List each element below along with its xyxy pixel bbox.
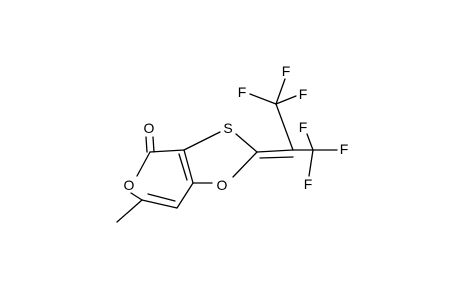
- atom-labels: O S O O F F F F F F: [124, 63, 349, 193]
- atom-ring-oxygen-pyranone: O: [124, 177, 135, 193]
- bond-c2-exo: [256, 149, 294, 153]
- atom-ring-sulfur: S: [223, 120, 232, 136]
- atom-carbonyl-oxygen: O: [144, 120, 155, 136]
- bond-c2-o1: [232, 151, 258, 178]
- bond-c6-methyl: [116, 199, 143, 223]
- atom-fluorine-6: F: [304, 176, 313, 192]
- bond-c6-c7: [141, 199, 178, 209]
- bonds: [116, 78, 338, 223]
- bond-c7a-c3a-double: [178, 153, 188, 181]
- bond-cf-2: [275, 78, 286, 105]
- bond-c6-c7-double: [147, 193, 176, 202]
- bond-cf-3: [275, 95, 297, 105]
- bond-c4-o5: [136, 151, 151, 177]
- bond-c4-o-carbonyl-a: [145, 136, 148, 153]
- bond-c3a-s: [183, 131, 221, 151]
- bond-o5-c6: [130, 192, 143, 201]
- bond-exo-cf3-top: [275, 103, 294, 151]
- bond-c7a-c3a: [183, 149, 194, 184]
- bond-cf-1: [249, 93, 277, 105]
- bond-cf-6: [308, 149, 314, 177]
- bond-cf-4: [306, 133, 314, 151]
- bond-c7-c7a: [176, 182, 194, 209]
- bond-c4-o-carbonyl-b: [152, 136, 155, 153]
- bond-c4-c3a: [149, 149, 185, 153]
- bond-s-c2: [235, 133, 258, 153]
- atom-fluorine-5: F: [340, 141, 349, 157]
- atom-fluorine-2: F: [282, 63, 291, 79]
- atom-fluorine-1: F: [238, 84, 247, 100]
- atom-fluorine-3: F: [299, 86, 308, 102]
- atom-fluorine-4: F: [299, 119, 308, 135]
- atom-ring-oxygen-dioxole: O: [217, 177, 228, 193]
- bond-c2-exo-double: [259, 156, 294, 159]
